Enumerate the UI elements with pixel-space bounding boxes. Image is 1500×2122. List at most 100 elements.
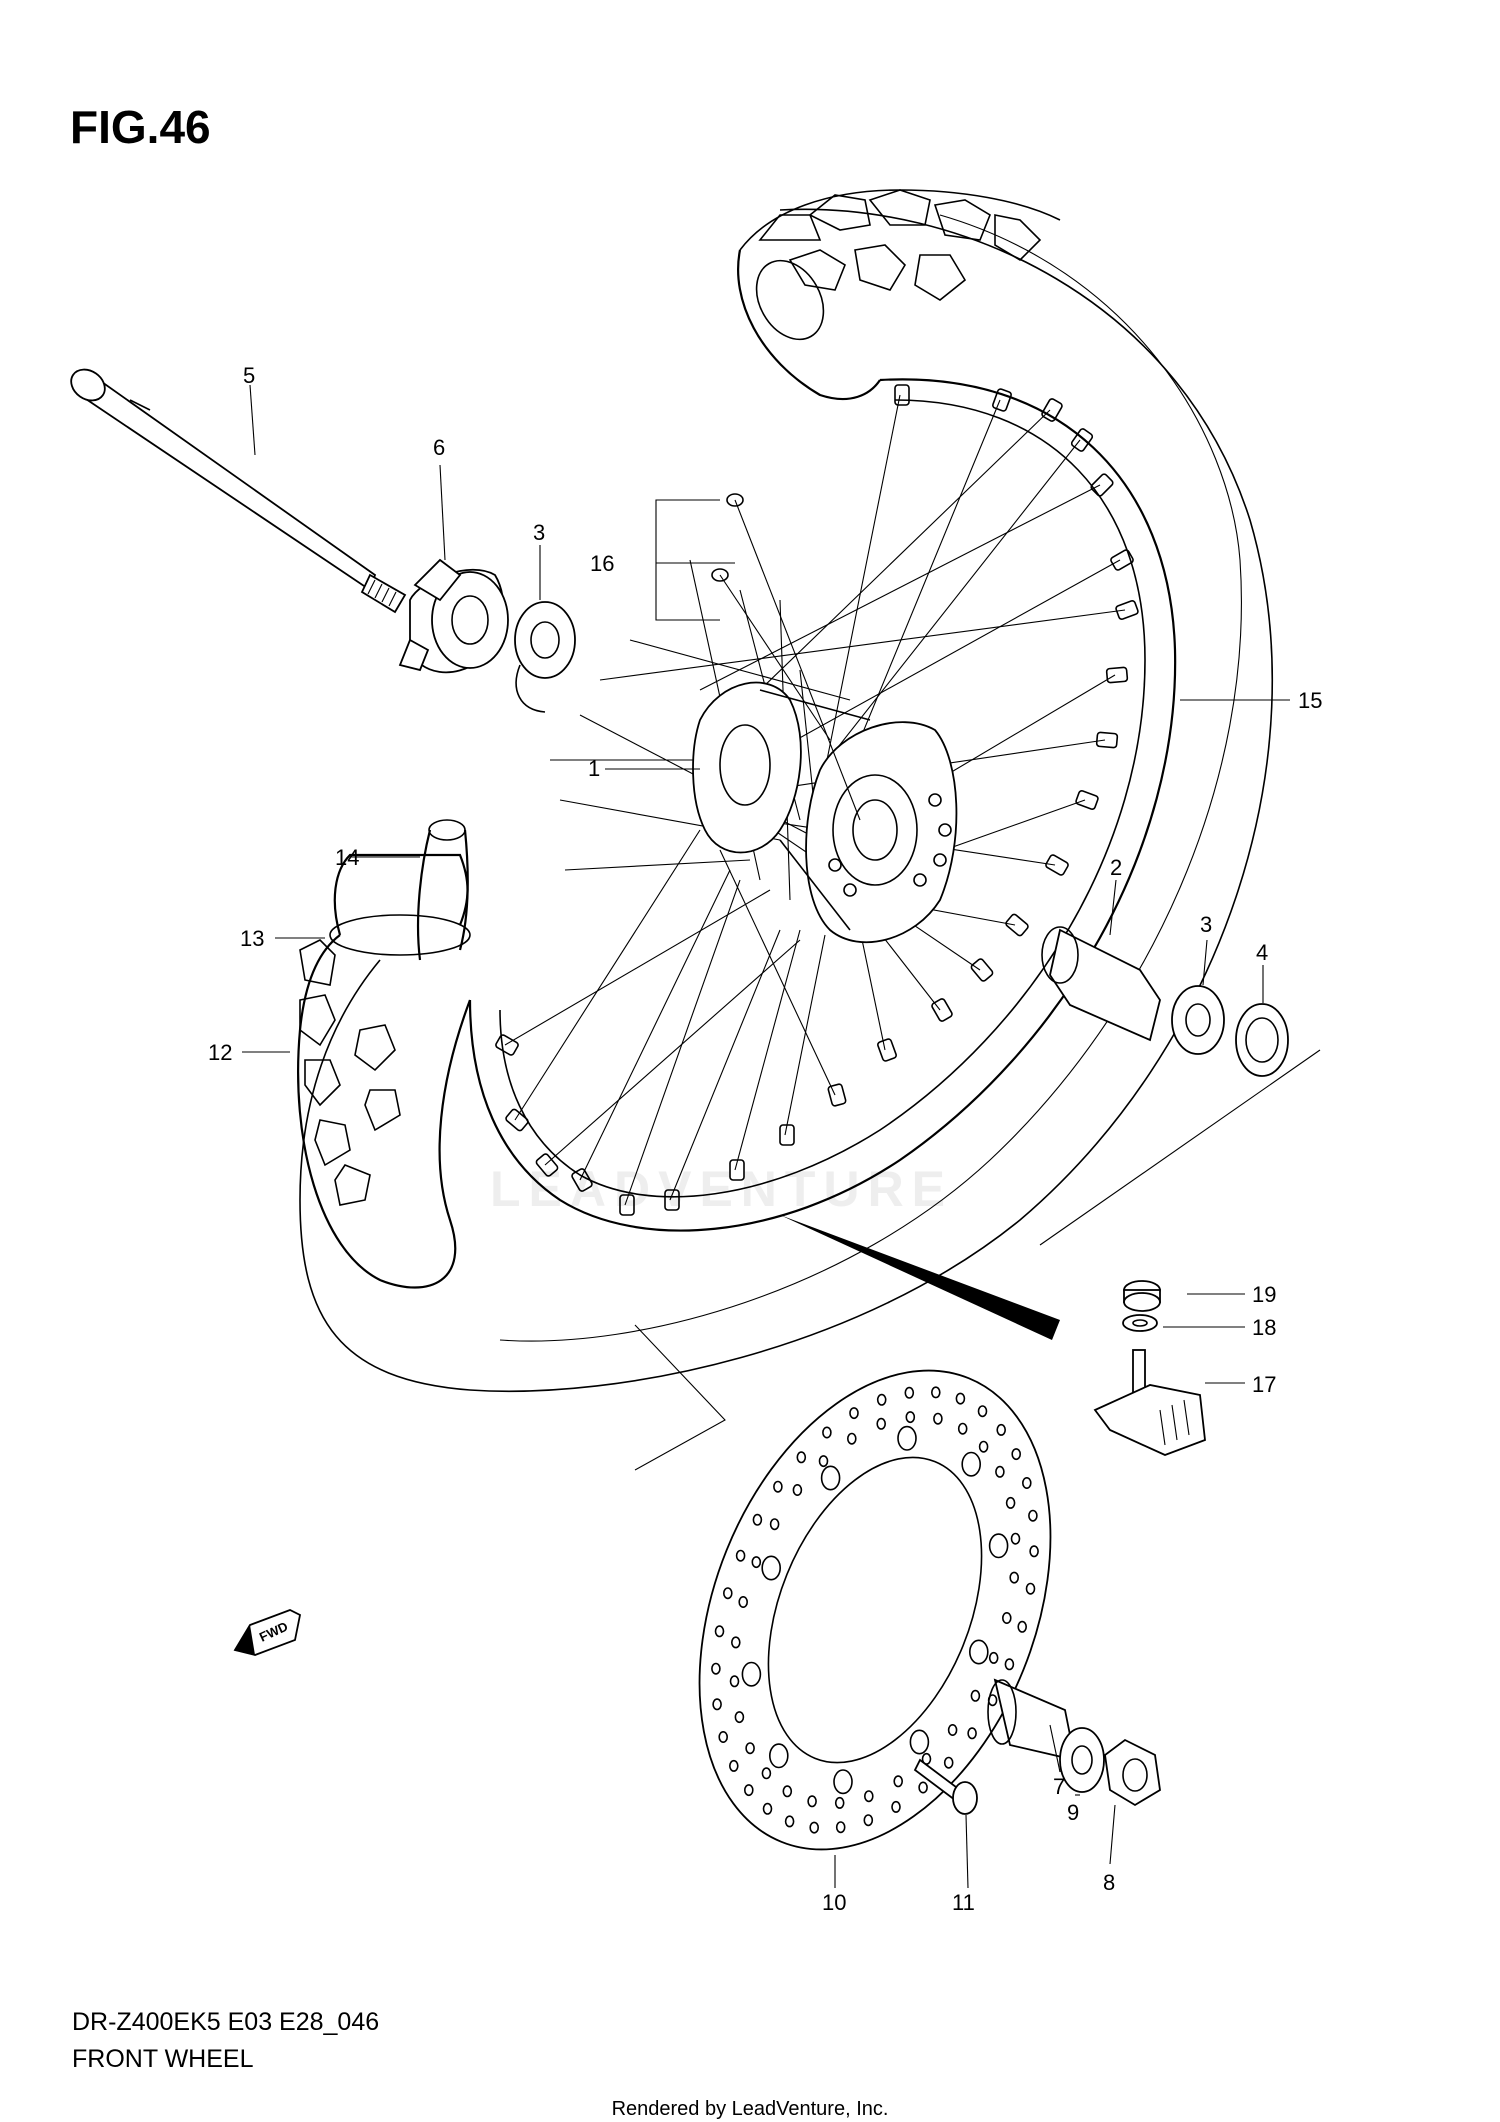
disc-hole [768, 1743, 789, 1769]
callout-1: 1 [588, 756, 600, 781]
leader-lines [242, 384, 1290, 1889]
wheel-pointer [780, 1215, 1060, 1340]
axle [70, 368, 407, 614]
footer-credit: Rendered by LeadVenture, Inc. [611, 2098, 889, 2120]
disc-hole [957, 1422, 968, 1435]
speedometer-gearbox [398, 558, 509, 674]
disc-hole [1011, 1448, 1022, 1461]
disc-hole [1005, 1496, 1016, 1509]
tube-stem-end [428, 819, 466, 841]
disc-hole [955, 1392, 966, 1405]
oil-seal [1235, 1003, 1289, 1077]
disc-hole [773, 1480, 783, 1493]
disc-hole [947, 1724, 958, 1737]
disc-hole [996, 1423, 1007, 1436]
disc-hole [729, 1675, 740, 1688]
disc-hole [728, 1759, 739, 1772]
callout-11: 11 [952, 1890, 975, 1915]
disc-hole [752, 1513, 763, 1526]
disc-hole [977, 1405, 988, 1418]
tire-cut-section [737, 249, 881, 400]
callout-6: 6 [433, 435, 445, 460]
hub [692, 681, 958, 944]
rim-inner [499, 399, 1146, 1198]
disc-hole [769, 1518, 780, 1531]
disc-hole [897, 1425, 917, 1451]
disc-hole [905, 1411, 916, 1424]
axle-nut-8 [1104, 1738, 1161, 1807]
disc-hole [933, 1412, 943, 1425]
disc-hole [833, 1769, 853, 1795]
disc-hole [988, 1651, 999, 1664]
disc-hole [822, 1426, 832, 1439]
figure-title: FIG.46 [70, 101, 211, 153]
disc-hole [846, 1432, 857, 1445]
tire-section-ellipse [755, 259, 825, 341]
callout-5: 5 [243, 363, 255, 388]
fwd-arrow-icon: FWD [233, 1609, 302, 1656]
disc-hole [978, 1440, 989, 1453]
disc-hole [1017, 1620, 1028, 1633]
disc-hole [835, 1821, 846, 1834]
disc-hole [782, 1785, 793, 1798]
wheel-assembly [297, 189, 1274, 1393]
washer-9 [1059, 1727, 1105, 1793]
disc-hole [745, 1742, 755, 1755]
bearing-right [1171, 985, 1225, 1055]
tire-outer [299, 208, 1274, 1393]
callout-3-left: 3 [533, 520, 545, 545]
callout-12: 12 [208, 1040, 232, 1065]
spacer-2 [1041, 926, 1161, 1042]
brake-disc [698, 1369, 1052, 1851]
bearing-left [514, 601, 576, 713]
callout-18: 18 [1252, 1315, 1276, 1340]
disc-hole [738, 1596, 749, 1609]
tread-blocks-left [299, 939, 401, 1206]
disc-hole [891, 1800, 901, 1813]
rim-outer [468, 378, 1177, 1232]
callout-7: 7 [1053, 1774, 1065, 1799]
disc-hole [943, 1756, 954, 1769]
valve-nut [1123, 1280, 1161, 1312]
disc-hole [863, 1790, 874, 1803]
tread-blocks-top [758, 189, 1042, 301]
watermark: LEADVENTURE [490, 1161, 954, 1217]
disc-hole [1028, 1509, 1038, 1522]
disc-hole [849, 1407, 859, 1420]
disc-hole [1010, 1532, 1021, 1545]
disc-hole [820, 1465, 841, 1491]
callout-labels: 1 2 3 3 4 5 6 7 8 9 10 11 12 13 14 15 16… [208, 363, 1322, 1915]
disc-hole [1022, 1477, 1032, 1490]
model-code: DR-Z400EK5 E03 E28_046 [72, 2008, 380, 2036]
disc-hole [718, 1731, 729, 1744]
disc-hole [961, 1451, 982, 1477]
disc-hole [761, 1767, 772, 1780]
disc-hole [809, 1821, 820, 1834]
rim-lock [1093, 1349, 1206, 1456]
callout-15: 15 [1298, 688, 1322, 713]
disc-hole [807, 1795, 817, 1808]
callout-9: 9 [1067, 1800, 1079, 1825]
disc-hole [734, 1711, 745, 1724]
tube-stem [416, 829, 469, 961]
callout-16: 16 [590, 551, 614, 576]
disc-hole [904, 1386, 915, 1399]
disc-holes [711, 1386, 1039, 1834]
callout-10: 10 [822, 1890, 846, 1915]
valve-washer [1122, 1314, 1158, 1332]
disc-hole [1001, 1612, 1012, 1625]
disc-hole [743, 1784, 754, 1797]
tire-left-section [297, 934, 472, 1289]
rim-nipples [495, 384, 1139, 1216]
disc-hole [792, 1484, 803, 1497]
disc-hole [712, 1698, 722, 1711]
disc-hole [909, 1729, 930, 1755]
spare-spokes [711, 493, 861, 821]
disc-hole [711, 1662, 721, 1675]
callout-4: 4 [1256, 940, 1268, 965]
disc-hole [714, 1625, 725, 1638]
disc-hole [796, 1451, 807, 1464]
disc-hole [1025, 1582, 1036, 1595]
disc-hole [876, 1393, 887, 1406]
